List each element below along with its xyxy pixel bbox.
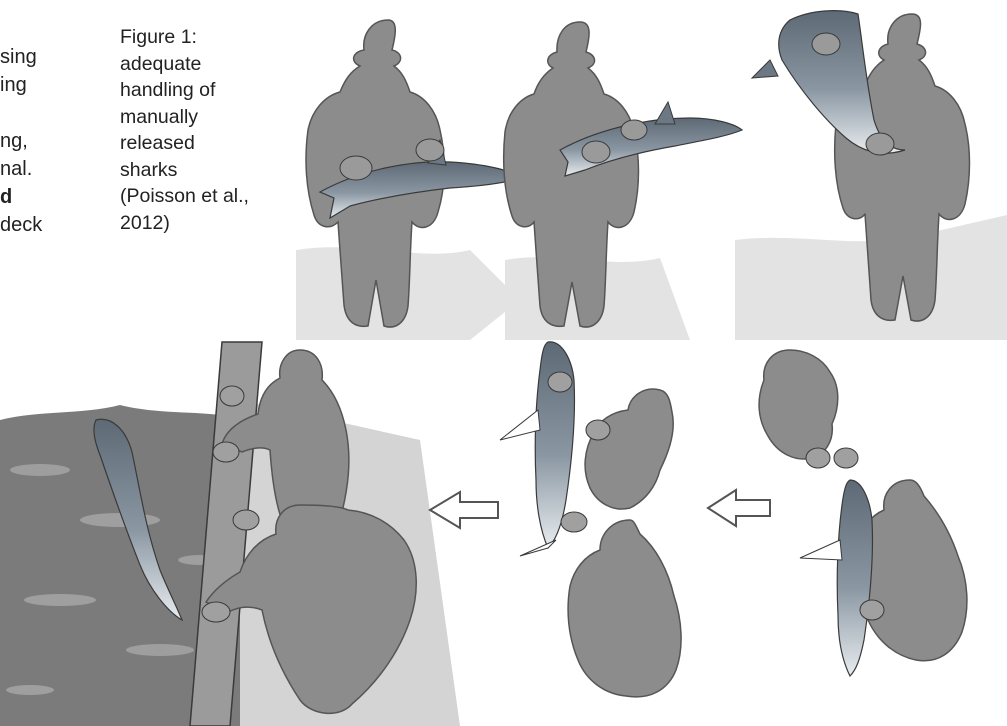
gloved-hand [202,602,230,622]
bottom-panels [0,342,967,726]
person-silhouette [759,350,838,459]
person-silhouette [568,520,681,697]
gloved-hand [548,372,572,392]
gloved-hand [213,442,239,462]
gloved-hand [812,33,840,55]
gloved-hand [866,133,894,155]
arrow-left-icon [430,492,498,528]
arrow-left-icon [708,490,770,526]
gloved-hand [233,510,259,530]
gloved-hand [416,139,444,161]
gloved-hand [834,448,858,468]
shark [837,480,872,676]
panel-5 [500,342,681,697]
gloved-hand [561,512,587,532]
gloved-hand [621,120,647,140]
panel-4-release [0,342,460,726]
top-panels [296,0,1007,340]
panel-6 [759,350,967,676]
gloved-hand [340,156,372,180]
gloved-hand [220,386,244,406]
gloved-hand [582,141,610,163]
gloved-hand [586,420,610,440]
person-silhouette [585,389,673,509]
gloved-hand [806,448,830,468]
gloved-hand [860,600,884,620]
